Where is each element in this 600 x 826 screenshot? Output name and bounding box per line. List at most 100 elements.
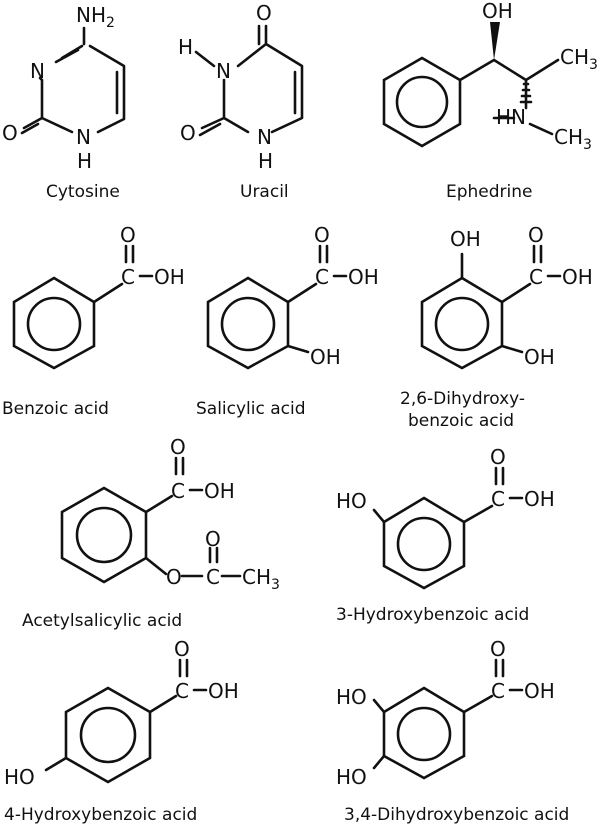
salicylic-acid-o-label: O (314, 223, 330, 247)
hydroxy-4-o-label: O (174, 637, 190, 661)
benzoic-acid-o-label: O (120, 223, 136, 247)
hydroxy-3-ring (382, 496, 466, 590)
acetylsalicylic-acid-o-label: O (170, 435, 186, 459)
uracil-double-bond-co2 (198, 122, 222, 137)
uracil-n1-label: N (257, 125, 272, 149)
hydroxy-3-bonds (372, 496, 524, 524)
dihydroxy-34-aromatic-circle (396, 706, 452, 762)
molecule-3-hydroxybenzoic-acid: HO O C OH 3-Hydroxybenzoic acid (336, 445, 555, 625)
acetylsalicylic-acid-aromatic-circle (75, 506, 133, 564)
salicylic-acid-caption: Salicylic acid (196, 399, 306, 419)
hydroxy-4-ho-label: HO (4, 765, 35, 789)
dihydroxy-34-c-label: C (491, 679, 505, 703)
cytosine-bonds (22, 26, 126, 134)
benzoic-acid-oh-label: OH (154, 265, 185, 289)
uracil-bonds (194, 24, 304, 134)
cytosine-double-bond-co (20, 122, 40, 135)
cytosine-n1-label: N (76, 125, 91, 149)
ephedrine-hash-bond (519, 82, 533, 104)
ephedrine-nme-bond (528, 122, 554, 136)
dihydroxy-26-ring-oh-label: OH (524, 345, 555, 369)
acetylsalicylic-acid-caption: Acetylsalicylic acid (22, 611, 182, 631)
dihydroxy-34-o-label: O (490, 637, 506, 661)
hydroxy-4-aromatic-circle (79, 706, 137, 764)
salicylic-acid-oh-label: OH (348, 265, 379, 289)
benzoic-acid-caption: Benzoic acid (2, 399, 109, 419)
hydroxy-4-ring (64, 686, 152, 784)
molecule-benzoic-acid: O C OH Benzoic acid (2, 223, 185, 419)
benzoic-acid-bonds (92, 274, 154, 304)
salicylic-acid-ring (206, 276, 290, 370)
dihydroxy-34-ho-top-label: HO (336, 685, 367, 709)
dihydroxy-26-top-oh-label: OH (450, 227, 481, 251)
benzoic-acid-carbonyl (124, 244, 135, 264)
salicylic-acid-ring-oh-label: OH (310, 345, 341, 369)
acetylsalicylic-acid-acyl-carbonyl (208, 546, 219, 564)
ephedrine-caption: Ephedrine (446, 182, 533, 202)
ephedrine-aromatic-circle (395, 75, 449, 129)
ephedrine-hn-label: HN (496, 105, 526, 129)
uracil-h3-label: H (178, 35, 193, 59)
molecule-ephedrine: OH CH3 HN CH3 Ephedrine (382, 0, 598, 202)
dihydroxy-34-caption: 3,4-Dihydroxybenzoic acid (344, 805, 569, 825)
uracil-caption: Uracil (240, 182, 289, 202)
dihydroxy-26-ring (420, 276, 504, 370)
acetylsalicylic-acid-acyl-c-label: C (206, 565, 220, 589)
molecule-3-4-dihydroxybenzoic-acid: HO HO O C OH 3,4-Dihydroxybenzoic acid (336, 637, 569, 825)
hydroxy-4-carbonyl (178, 658, 189, 678)
hydroxy-3-c-label: C (491, 487, 505, 511)
hydroxy-3-caption: 3-Hydroxybenzoic acid (336, 605, 529, 625)
acetylsalicylic-acid-carbonyl (174, 456, 185, 476)
hydroxy-4-caption: 4-Hydroxybenzoic acid (4, 805, 197, 825)
dihydroxy-34-carbonyl (494, 658, 505, 678)
ephedrine-wedge-bond (490, 22, 500, 60)
molecule-acetylsalicylic-acid: O C OH O O C CH3 Acetylsalicylic acid (22, 435, 280, 631)
dihydroxy-26-carbonyl (532, 244, 543, 264)
dihydroxy-26-caption-line2: benzoic acid (408, 411, 514, 431)
dihydroxy-26-o-label: O (528, 223, 544, 247)
dihydroxy-34-bonds (372, 688, 524, 770)
dihydroxy-26-caption-line1: 2,6-Dihydroxy- (400, 389, 525, 409)
hydroxy-4-c-label: C (175, 679, 189, 703)
ephedrine-nch3-label: CH3 (554, 125, 592, 153)
dihydroxy-34-ho-bottom-label: HO (336, 765, 367, 789)
dihydroxy-26-oh-label: OH (562, 265, 593, 289)
dihydroxy-34-oh-label: OH (524, 679, 555, 703)
uracil-n3-label: N (216, 59, 231, 83)
acetylsalicylic-acid-oh-label: OH (204, 479, 235, 503)
ephedrine-benzene-ring (382, 56, 462, 148)
molecule-2-6-dihydroxybenzoic-acid: OH O C OH OH 2,6-Dihydroxy- benzoic acid (400, 223, 593, 431)
dihydroxy-34-ring (382, 686, 466, 780)
cytosine-h1-label: H (77, 149, 92, 173)
cytosine-caption: Cytosine (46, 182, 120, 202)
acetylsalicylic-acid-ester-o-label: O (166, 565, 182, 589)
hydroxy-4-oh-label: OH (208, 679, 239, 703)
acetylsalicylic-acid-bonds (144, 488, 242, 578)
benzoic-acid-c-label: C (121, 265, 135, 289)
salicylic-acid-aromatic-circle (220, 296, 276, 352)
acetylsalicylic-acid-ch3-label: CH3 (242, 565, 280, 593)
uracil-h1-label: H (258, 149, 273, 173)
acetylsalicylic-acid-acyl-o-label: O (205, 527, 221, 551)
ephedrine-ch3-label: CH3 (560, 45, 598, 73)
molecule-4-hydroxybenzoic-acid: HO O C OH 4-Hydroxybenzoic acid (4, 637, 239, 825)
dihydroxy-26-c-label: C (529, 265, 543, 289)
salicylic-acid-c-label: C (315, 265, 329, 289)
dihydroxy-26-aromatic-circle (434, 296, 490, 352)
acetylsalicylic-acid-ring (60, 486, 148, 584)
hydroxy-3-carbonyl (494, 466, 505, 486)
hydroxy-3-aromatic-circle (396, 516, 452, 572)
uracil-o4-label: O (256, 1, 272, 25)
cytosine-double-bond-cn (54, 48, 80, 64)
ephedrine-oh-label: OH (482, 0, 513, 23)
acetylsalicylic-acid-c-label: C (171, 479, 185, 503)
salicylic-acid-carbonyl (318, 244, 329, 264)
hydroxy-3-o-label: O (490, 445, 506, 469)
molecule-uracil: H N O O N H Uracil (178, 1, 304, 202)
dihydroxy-26-bonds (460, 252, 562, 354)
hydroxy-3-ho-label: HO (336, 489, 367, 513)
hydroxy-4-bonds (44, 688, 208, 772)
uracil-o2-label: O (180, 121, 196, 145)
salicylic-acid-bonds (286, 274, 348, 354)
